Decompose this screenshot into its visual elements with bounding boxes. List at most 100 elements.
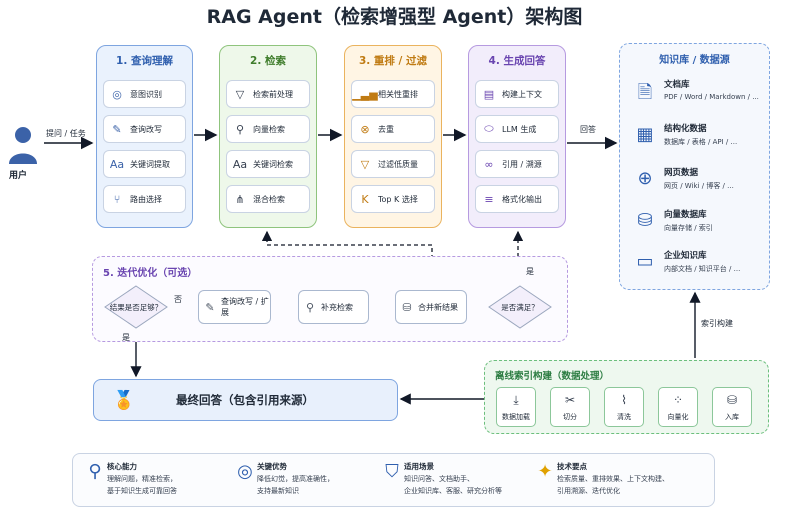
text-icon: Aa bbox=[232, 157, 248, 171]
item-rerank: ▁▃▅相关性重排 bbox=[351, 80, 435, 108]
item-keyword: Aa 关键词提取 bbox=[103, 150, 186, 178]
item-vector-search: ⚲向量检索 bbox=[226, 115, 310, 143]
route-icon: ⑂ bbox=[113, 192, 121, 206]
search-icon: ⚲ bbox=[305, 300, 315, 314]
step-label: 数据加载 bbox=[502, 413, 530, 421]
step-clean: ⌇清洗 bbox=[604, 387, 644, 427]
footer-line: 引用溯源、迭代优化 bbox=[557, 487, 620, 495]
decision-label: 结果是否足够？ bbox=[109, 302, 163, 312]
source-desc: 网页 / Wiki / 博客 / ... bbox=[664, 182, 734, 190]
step-label: 向量化 bbox=[667, 413, 689, 421]
source-enterprise: ▭ 企业知识库内部文档 / 知识平台 / ... bbox=[632, 249, 766, 285]
bar-chart-icon: ▁▃▅ bbox=[352, 87, 378, 101]
footer-core: ⚲ 核心能力 理解问题，精准检索， 基于知识生成可靠回答 bbox=[83, 461, 177, 496]
step-label: 清洗 bbox=[617, 413, 631, 421]
stage-title: 1. 查询理解 bbox=[116, 55, 173, 67]
source-web: ⊕ 网页数据网页 / Wiki / 博客 / ... bbox=[632, 166, 766, 202]
item-format: ≡格式化输出 bbox=[475, 185, 559, 213]
stage-title: 4. 生成回答 bbox=[488, 55, 546, 67]
download-icon: ⤓ bbox=[513, 393, 519, 407]
footer-tech: ✦ 技术要点 检索质量、重排效果、上下文构建、 引用溯源、迭代优化 bbox=[533, 461, 669, 496]
no-label: 否 bbox=[174, 295, 182, 304]
step-label: 查询改写 / 扩展 bbox=[221, 297, 269, 317]
item-label: 意图识别 bbox=[130, 89, 162, 99]
stage-query-understanding: 1. 查询理解 ◎ 意图识别 ✎查询改写 Aa 关键词提取 ⑂ 路由选择 bbox=[96, 45, 193, 228]
file-icon: 🗎 bbox=[637, 82, 653, 103]
topk-icon: K bbox=[361, 192, 369, 206]
decision-enough: 结果是否足够？ bbox=[104, 285, 168, 329]
step-split: ✂切分 bbox=[550, 387, 590, 427]
step-label: 入库 bbox=[725, 413, 739, 421]
footer-line: 知识问答、文档助手、 bbox=[404, 475, 474, 483]
step-rewrite-expand: ✎查询改写 / 扩展 bbox=[198, 290, 271, 324]
source-name: 结构化数据 bbox=[664, 124, 707, 134]
item-context: ▤ 构建上下文 bbox=[475, 80, 559, 108]
page-title: RAG Agent（检索增强型 Agent）架构图 bbox=[206, 6, 583, 28]
final-answer: 🏅 最终回答（包含引用来源） bbox=[93, 379, 398, 421]
llm-icon: ⬭ bbox=[484, 122, 494, 135]
bulb-icon: ✦ bbox=[537, 461, 553, 482]
item-label: 关键词提取 bbox=[130, 159, 170, 169]
target-icon: ◎ bbox=[237, 461, 253, 482]
filter-icon: ▽ bbox=[360, 157, 370, 171]
knowledge-sources: 知识库 / 数据源 🗎 文档库 PDF / Word / Markdown / .… bbox=[619, 43, 770, 290]
edit-icon: ✎ bbox=[112, 122, 122, 136]
item-label: Top K 选择 bbox=[378, 194, 418, 204]
footer-title: 核心能力 bbox=[107, 462, 137, 471]
network-icon: ⋔ bbox=[235, 192, 245, 206]
item-topk: K Top K 选择 bbox=[351, 185, 435, 213]
source-desc: 数据库 / 表格 / API / ... bbox=[664, 138, 738, 146]
footer-line: 企业知识库、客服、研究分析等 bbox=[404, 487, 502, 495]
link-icon: ∞ bbox=[484, 157, 494, 171]
answer-edge-label: 回答 bbox=[580, 125, 596, 134]
footer-line: 降低幻觉，提高准确性， bbox=[257, 475, 334, 483]
item-intent: ◎ 意图识别 bbox=[103, 80, 186, 108]
footer-title: 技术要点 bbox=[557, 462, 587, 471]
item-label: 过滤低质量 bbox=[378, 159, 418, 169]
source-name: 文档库 bbox=[664, 80, 690, 90]
item-label: 构建上下文 bbox=[502, 89, 542, 99]
item-preprocess: ▽ 检索前处理 bbox=[226, 80, 310, 108]
folder-icon: ▭ bbox=[636, 251, 654, 272]
source-vector-db: ⛁ 向量数据库向量存储 / 索引 bbox=[632, 208, 766, 244]
target-icon: ◎ bbox=[112, 87, 122, 101]
source-name: 网页数据 bbox=[664, 168, 699, 178]
step-label: 补充检索 bbox=[321, 302, 353, 312]
shield-icon: ⛉ bbox=[385, 461, 399, 482]
user-label: 用户 bbox=[9, 171, 28, 181]
text-icon: Aa bbox=[109, 157, 125, 171]
step-load: ⤓ 数据加载 bbox=[496, 387, 536, 427]
offline-indexing: 离线索引构建（数据处理） ⤓数据加载 ✂切分 ⌇清洗 ⁘向量化 ⛁入库 bbox=[484, 360, 769, 434]
item-label: 检索前处理 bbox=[253, 89, 293, 99]
footer-title: 关键优势 bbox=[257, 462, 287, 471]
yes-label-right: 是 bbox=[526, 267, 534, 276]
item-label: 去重 bbox=[378, 124, 394, 134]
item-label: 路由选择 bbox=[130, 194, 162, 204]
item-label: 引用 / 溯源 bbox=[502, 159, 542, 169]
source-desc: PDF / Word / Markdown / ... bbox=[664, 93, 759, 101]
offline-title: 离线索引构建（数据处理） bbox=[495, 371, 610, 382]
list-icon: ≡ bbox=[484, 192, 494, 206]
item-label: 混合检索 bbox=[253, 194, 285, 204]
final-answer-label: 最终回答（包含引用来源） bbox=[176, 393, 314, 407]
filter-icon: ▽ bbox=[235, 87, 245, 101]
document-icon: ▤ bbox=[483, 87, 495, 101]
knowledge-title: 知识库 / 数据源 bbox=[659, 55, 730, 66]
step-label: 合并新结果 bbox=[418, 302, 458, 312]
search-icon: ⚲ bbox=[88, 461, 102, 482]
footer-line: 支持最新知识 bbox=[257, 487, 299, 495]
item-route: ⑂ 路由选择 bbox=[103, 185, 186, 213]
item-llm: ⬭LLM 生成 bbox=[475, 115, 559, 143]
source-desc: 内部文档 / 知识平台 / ... bbox=[664, 265, 741, 273]
footer-advantage: ◎ 关键优势 降低幻觉，提高准确性， 支持最新知识 bbox=[233, 461, 334, 496]
footer-line: 检索质量、重排效果、上下文构建、 bbox=[557, 475, 669, 483]
user-icon bbox=[9, 127, 37, 164]
source-name: 企业知识库 bbox=[664, 251, 707, 261]
source-desc: 向量存储 / 索引 bbox=[664, 224, 713, 232]
yes-label-left: 是 bbox=[122, 333, 130, 342]
footer-line: 基于知识生成可靠回答 bbox=[107, 487, 177, 495]
item-rewrite: ✎查询改写 bbox=[103, 115, 186, 143]
